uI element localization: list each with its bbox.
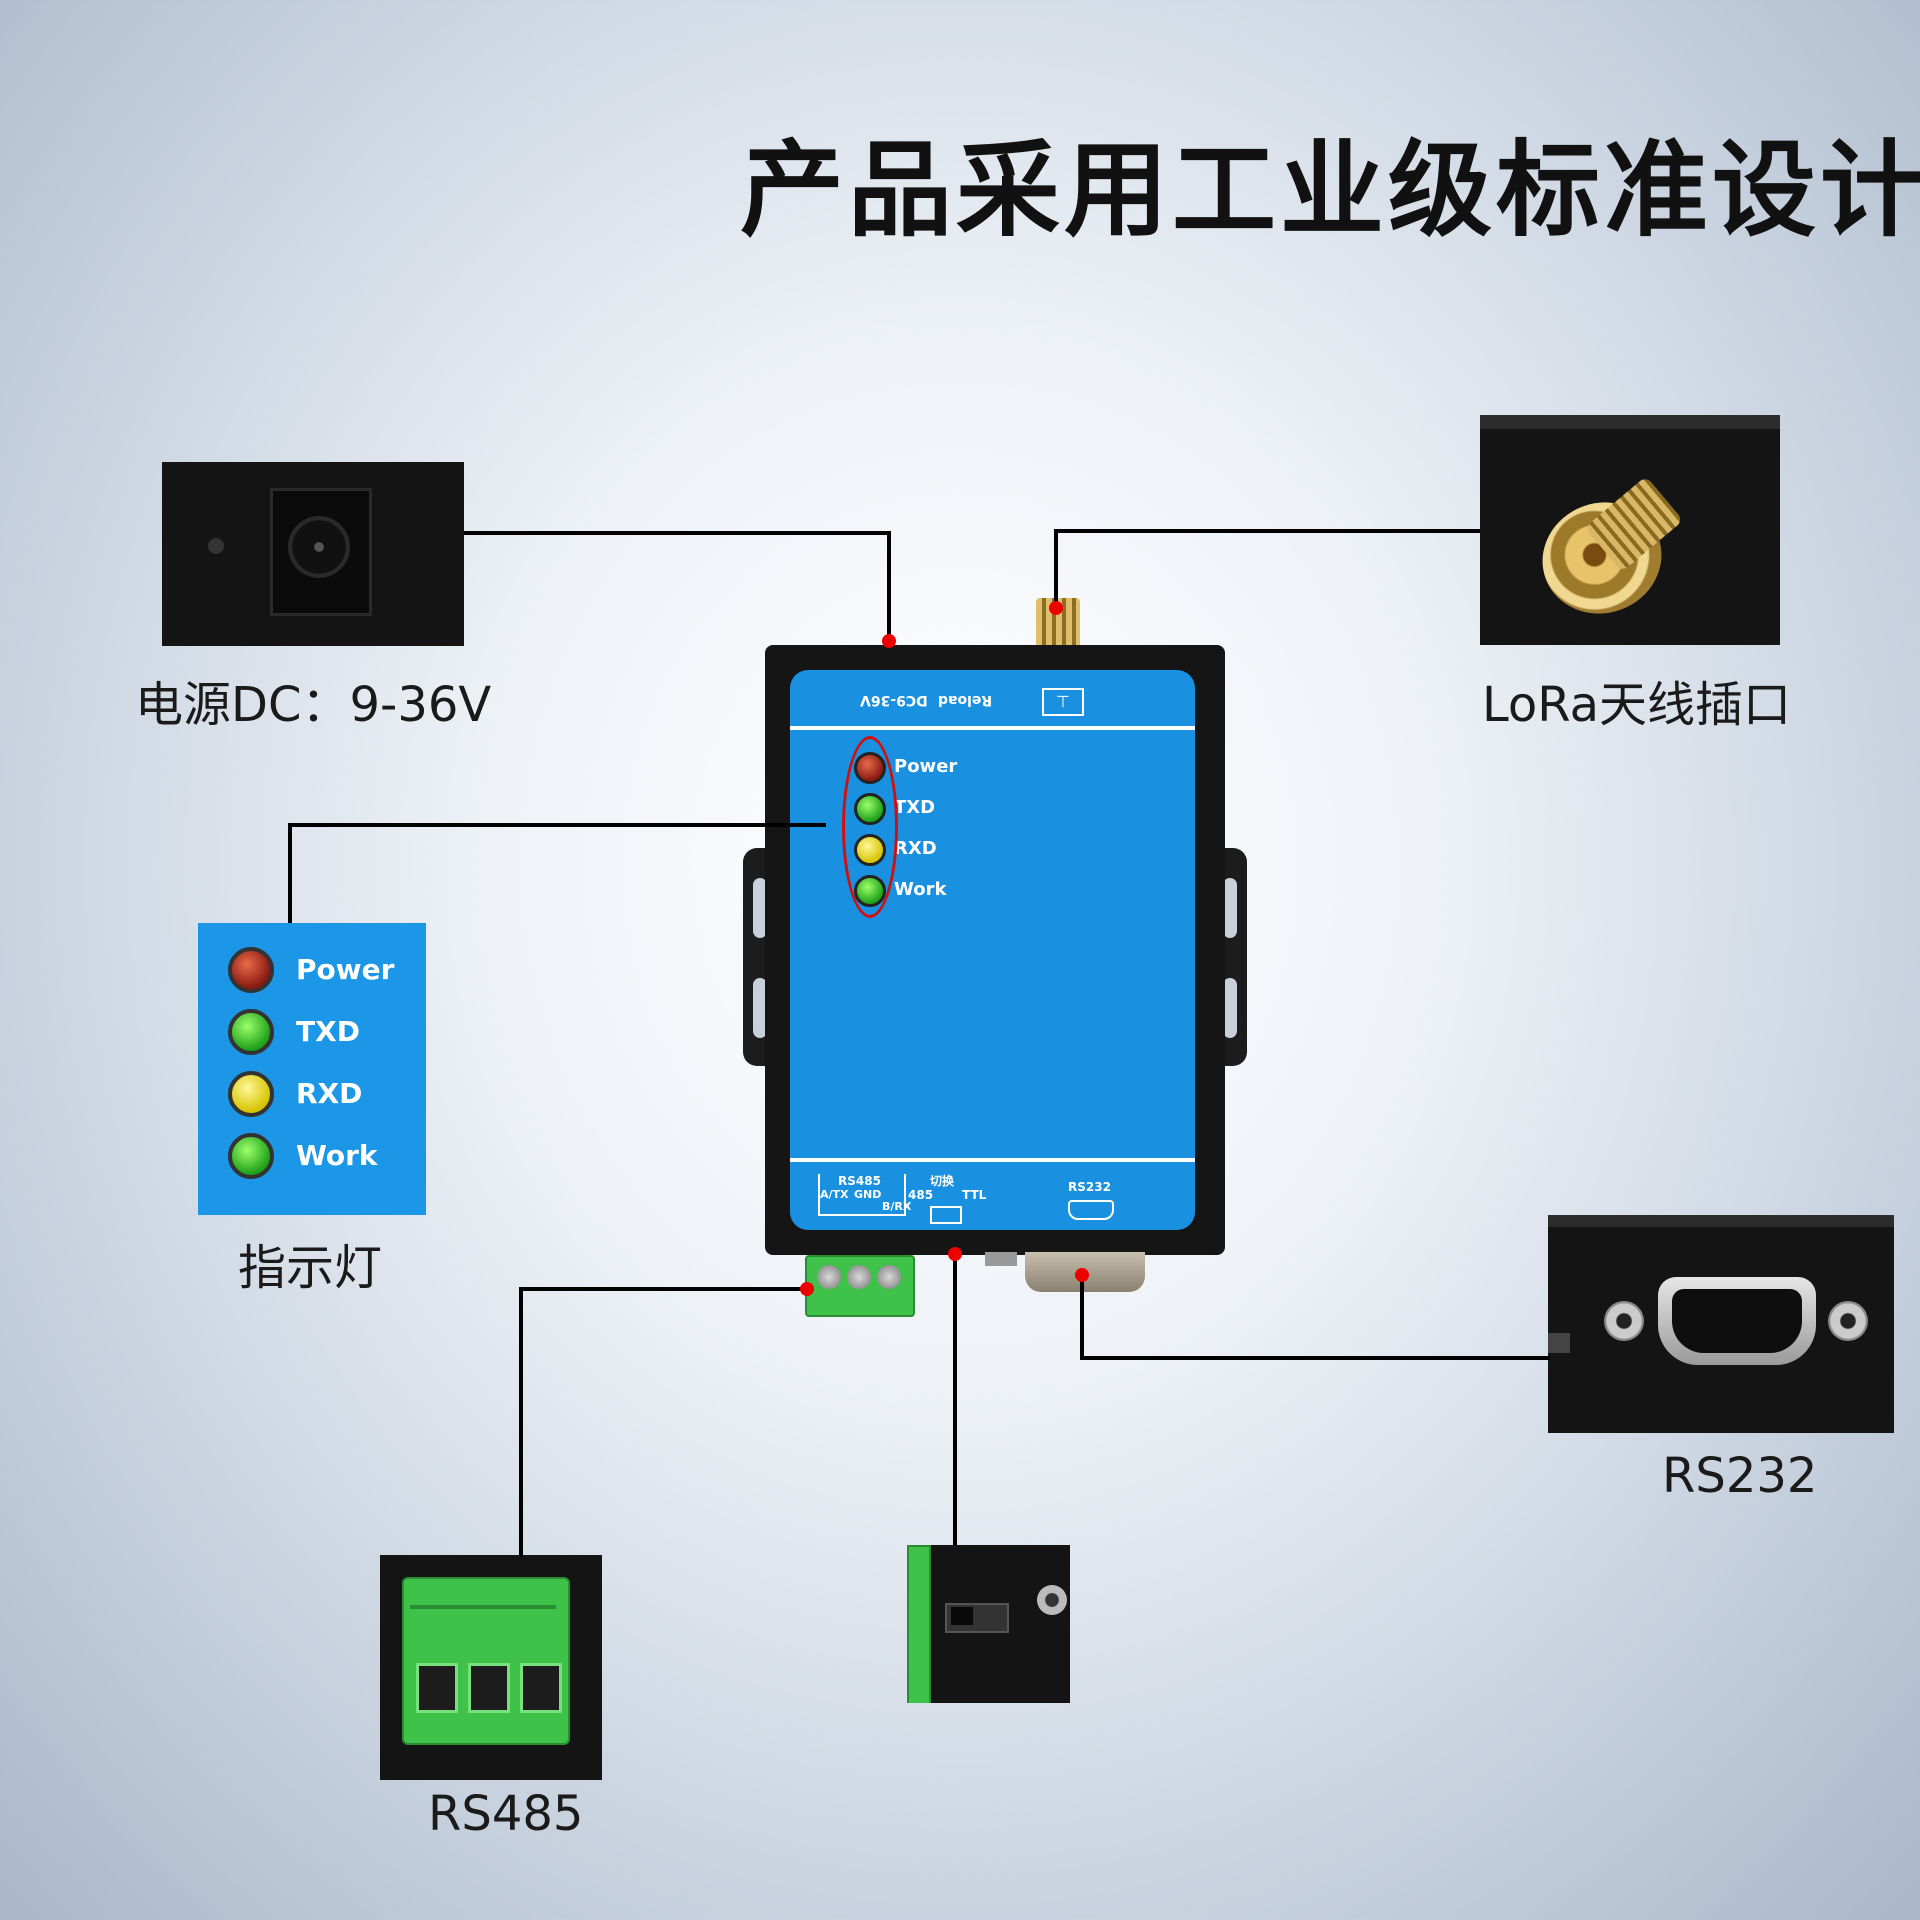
power-jack-photo	[162, 462, 464, 646]
inset-txd-led	[228, 1009, 274, 1055]
work-led-label: Work	[894, 879, 947, 900]
power-led-label: Power	[894, 756, 958, 777]
inset-power-label: Power	[296, 953, 395, 986]
rs485-terminal-block	[805, 1255, 915, 1317]
pin-brx: B/RX	[882, 1200, 912, 1213]
inset-power-led	[228, 947, 274, 993]
rs232-port-photo	[1548, 1215, 1894, 1433]
indicator-label: 指示灯	[238, 1240, 383, 1296]
device-front-panel: Reload DC9-36V ⊤ Power TXD RXD Work RS48…	[790, 670, 1195, 1230]
rs485-bracket	[818, 1174, 906, 1216]
reload-text: Reload	[938, 692, 993, 708]
dc-text: DC9-36V	[860, 692, 928, 708]
indicator-inset: Power TXD RXD Work	[198, 923, 426, 1215]
inset-txd-label: TXD	[296, 1015, 360, 1048]
switch-symbol-icon	[930, 1206, 962, 1224]
page-title: 产品采用工业级标准设计	[740, 129, 1920, 251]
switch-text: 切换	[930, 1174, 955, 1188]
led-highlight-ellipse	[842, 736, 898, 918]
pin-atx: A/TX	[820, 1188, 849, 1201]
inset-work-label: Work	[296, 1139, 378, 1172]
mode-485-text: 485	[908, 1188, 934, 1202]
mode-ttl-text: TTL	[962, 1188, 987, 1202]
inset-work-led	[228, 1133, 274, 1179]
rs485-terminal-photo	[380, 1555, 602, 1780]
antenna-port-photo	[1480, 415, 1780, 645]
inset-rxd-label: RXD	[296, 1077, 363, 1110]
power-label: 电源DC：9-36V	[135, 677, 492, 733]
pin-gnd: GND	[854, 1188, 882, 1201]
rs485-label: RS485	[428, 1786, 584, 1842]
mode-switch-photo	[907, 1545, 1070, 1703]
inset-rxd-led	[228, 1071, 274, 1117]
db9-symbol-icon	[1068, 1200, 1114, 1220]
rs232-label: RS232	[1662, 1448, 1818, 1504]
switch-nub	[985, 1252, 1017, 1266]
antenna-label: LoRa天线插口	[1482, 677, 1791, 733]
rs232-port-text: RS232	[1068, 1180, 1111, 1194]
rs485-port-text: RS485	[838, 1174, 881, 1188]
txd-led-label: TXD	[894, 797, 936, 818]
antenna-symbol-icon: ⊤	[1042, 688, 1084, 716]
rxd-led-label: RXD	[894, 838, 937, 859]
